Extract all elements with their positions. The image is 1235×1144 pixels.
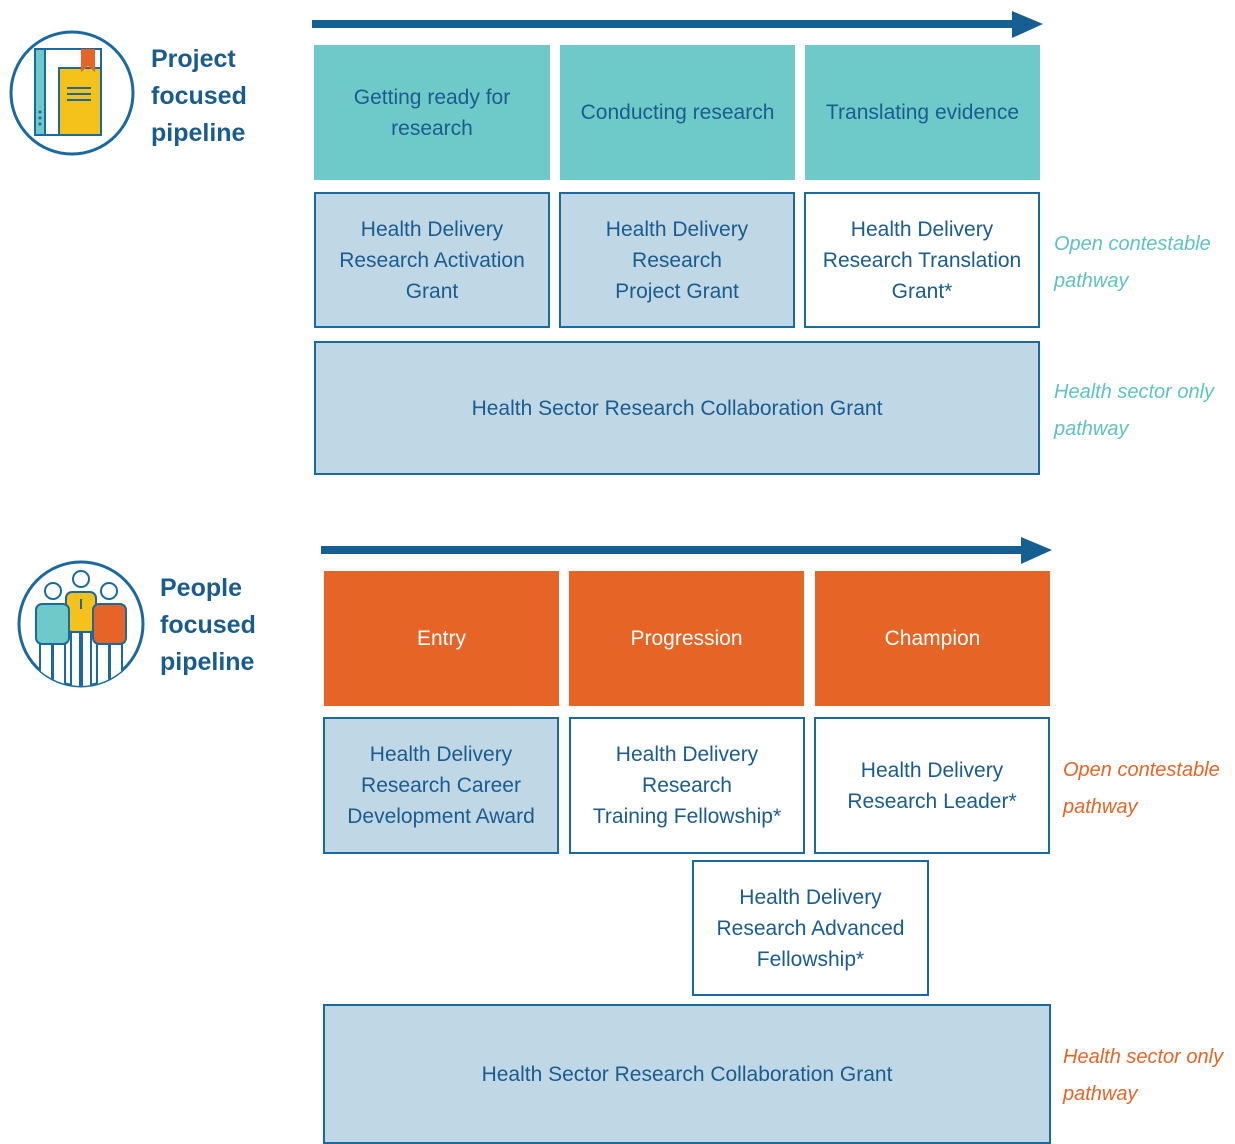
people-open-pathway-note: Open contestable pathway bbox=[1063, 759, 1220, 818]
project-arrow bbox=[312, 11, 1043, 38]
people-arrow bbox=[321, 537, 1052, 564]
advanced-fellowship: Health Delivery Research Advanced Fellow… bbox=[692, 860, 929, 996]
project-stage-conducting: Conducting research bbox=[560, 45, 795, 180]
project-sector-pathway-note: Health sector only pathway bbox=[1054, 381, 1215, 440]
project-grant: Health Delivery Research Project Grant bbox=[559, 192, 795, 328]
training-fellowship: Health Delivery Research Training Fellow… bbox=[569, 717, 805, 854]
project-pipeline-title: Project focused pipeline bbox=[151, 45, 247, 147]
career-development-award: Health Delivery Research Career Developm… bbox=[323, 717, 559, 854]
people-sector-pathway-note: Health sector only pathway bbox=[1063, 1046, 1224, 1105]
project-collaboration-grant: Health Sector Research Collaboration Gra… bbox=[314, 341, 1040, 475]
people-collaboration-grant: Health Sector Research Collaboration Gra… bbox=[323, 1004, 1051, 1144]
people-stage-progression: Progression bbox=[569, 571, 804, 706]
translation-grant: Health Delivery Research Translation Gra… bbox=[804, 192, 1040, 328]
activation-grant: Health Delivery Research Activation Gran… bbox=[314, 192, 550, 328]
project-stage-translating: Translating evidence bbox=[805, 45, 1040, 180]
people-stage-entry: Entry bbox=[324, 571, 559, 706]
people-icon bbox=[17, 560, 145, 688]
book-icon bbox=[9, 30, 135, 156]
people-pipeline-title: People focused pipeline bbox=[160, 574, 256, 676]
project-stage-getting-ready: Getting ready for research bbox=[314, 45, 550, 180]
research-leader: Health Delivery Research Leader* bbox=[814, 717, 1050, 854]
people-stage-champion: Champion bbox=[815, 571, 1050, 706]
project-open-pathway-note: Open contestable pathway bbox=[1054, 233, 1211, 292]
